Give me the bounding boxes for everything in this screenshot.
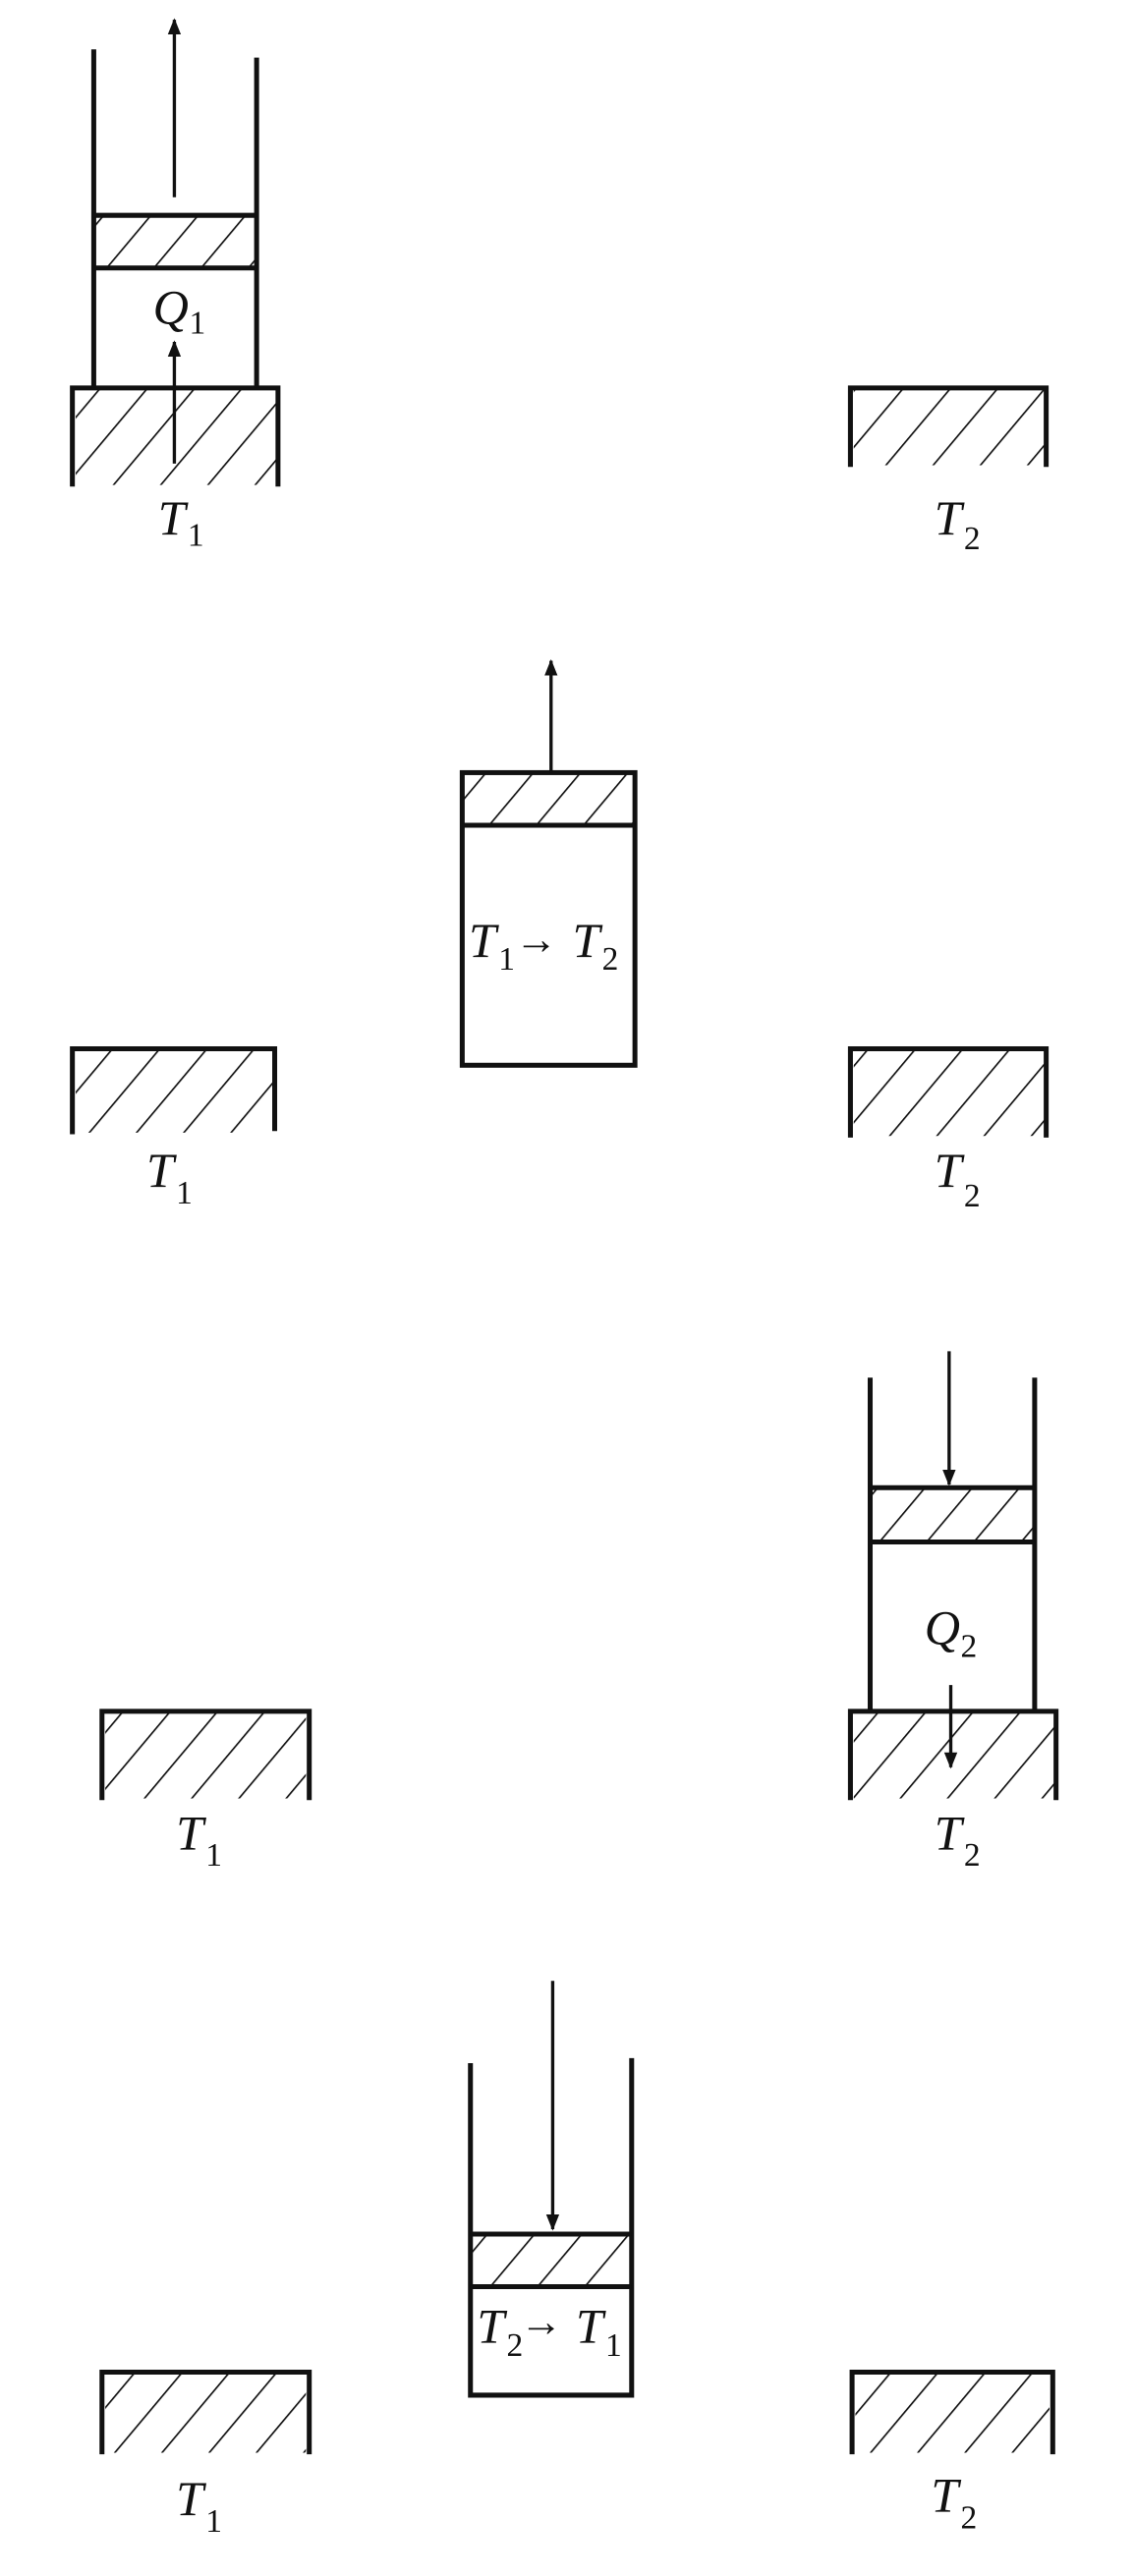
- heat-label-sub: 2: [961, 1629, 978, 1665]
- to-temp: T: [573, 913, 603, 968]
- t1-sub: 1: [188, 518, 204, 554]
- t1-sub: 1: [176, 1175, 193, 1211]
- t1-sub: 1: [205, 2503, 222, 2540]
- cylinder: [459, 769, 638, 1068]
- panel-adiabatic-expansion: T 1 → T 2 T 1 T 2: [70, 658, 1050, 1214]
- cold-reservoir: [847, 1046, 1050, 1138]
- t2-sub: 2: [964, 1178, 981, 1214]
- to-temp: T: [576, 2298, 606, 2353]
- t1-label: T: [176, 1805, 206, 1860]
- t1-label: T: [176, 2471, 206, 2526]
- cylinder: [867, 1377, 1038, 1711]
- t2-sub: 2: [964, 521, 981, 557]
- heat-label-sub: 1: [190, 306, 206, 342]
- heat-label-symbol: Q: [153, 280, 189, 335]
- cylinder: [468, 2057, 635, 2398]
- t2-sub: 2: [964, 1837, 981, 1874]
- t2-label: T: [931, 2468, 961, 2523]
- to-temp-sub: 1: [605, 2327, 622, 2364]
- from-temp-sub: 1: [498, 941, 515, 978]
- cold-reservoir: [849, 2370, 1055, 2455]
- cold-reservoir: [847, 1708, 1059, 1801]
- from-temp: T: [477, 2298, 507, 2353]
- t2-label: T: [935, 1805, 965, 1860]
- to-temp-sub: 2: [602, 941, 619, 978]
- hot-reservoir: [99, 2370, 312, 2455]
- panel-isothermal-compression: Q 2 T 1 T 2: [99, 1351, 1059, 1874]
- t2-sub: 2: [961, 2499, 978, 2536]
- hot-reservoir: [99, 1708, 312, 1801]
- transition-arrow: →: [520, 2299, 563, 2346]
- t1-sub: 1: [205, 1837, 222, 1874]
- panel-isothermal-expansion: Q 1 T 1 T 2: [70, 18, 1050, 557]
- hot-reservoir: [70, 1046, 278, 1135]
- from-temp: T: [469, 913, 499, 968]
- t2-label: T: [935, 1143, 965, 1198]
- t1-label: T: [158, 490, 189, 545]
- from-temp-sub: 2: [507, 2327, 524, 2364]
- cold-reservoir: [847, 385, 1050, 468]
- panel-adiabatic-compression: T 2 → T 1 T 1 T 2: [99, 1981, 1055, 2540]
- transition-arrow: →: [515, 916, 558, 963]
- t2-label: T: [935, 490, 965, 545]
- heat-label-symbol: Q: [925, 1599, 960, 1654]
- t1-label: T: [146, 1143, 177, 1198]
- cylinder: [90, 49, 259, 388]
